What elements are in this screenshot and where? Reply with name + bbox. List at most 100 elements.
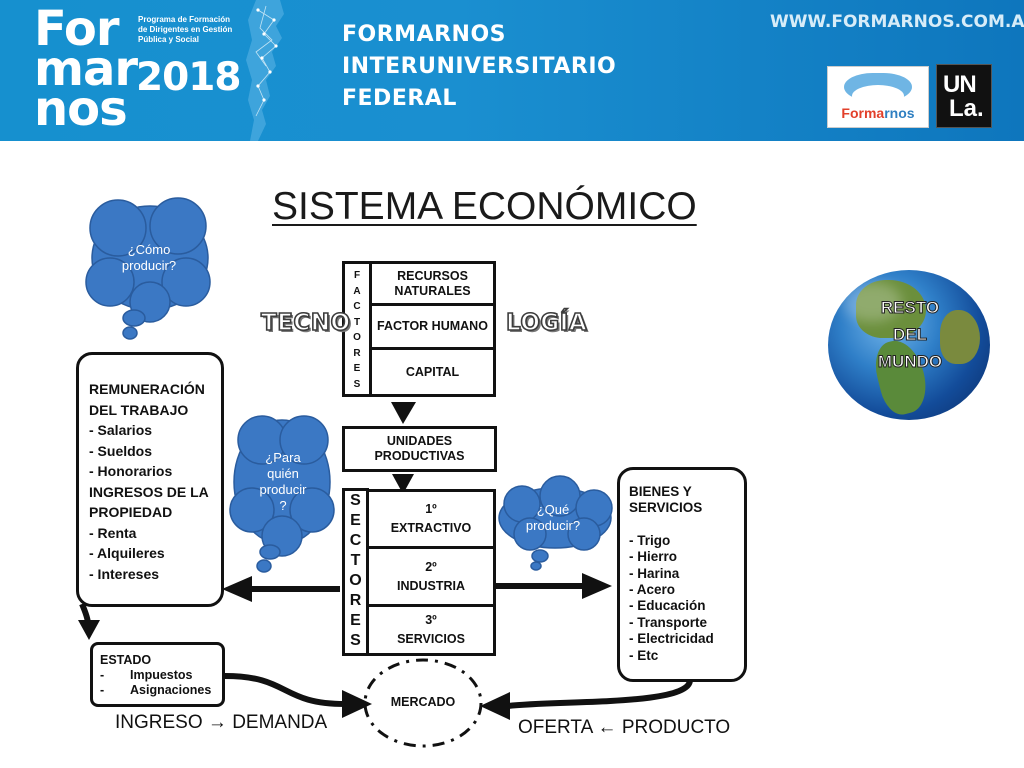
ingreso-demanda-label: INGRESO → DEMANDA [115,712,327,734]
sector-name: EXTRACTIVO [390,521,472,535]
unla-logo: UN La. [936,64,992,128]
bienes-title-line: SERVICIOS [629,500,703,516]
website-link[interactable]: WWW.FORMARNOS.COM.AR [770,12,1024,32]
bienes-item: - Electricidad [629,631,714,647]
cloud-para-quien-line-2: quién [267,466,299,481]
arrow-remuneracion-to-estado [78,602,100,640]
unla-logo-bottom: La. [949,95,984,122]
unla-logo-top: UN [943,71,977,98]
banner-year: 2018 [136,55,242,100]
remuneracion-line: INGRESOS DE LA [89,483,209,500]
cloud-que-line-1: ¿Qué [536,502,570,517]
cloud-para-quien-line-1: ¿Para [265,450,301,465]
sector-extractivo: 1º EXTRACTIVO [366,489,496,549]
formarnos-logo: Formarnos [827,66,929,128]
headline-line-3: FEDERAL [342,86,457,111]
arrow-left-icon: ← [597,717,617,738]
bienes-item: - Etc [629,647,659,663]
sectores-letter: R [349,592,362,609]
arrow-bienes-to-mercado [480,679,693,720]
resto-mundo-line: MUNDO [877,352,943,372]
cloud-para-quien-line-4: ? [279,498,287,513]
cloud-como-line-1: ¿Cómo [127,242,171,257]
sectores-label: S E C T O R E S [345,491,366,651]
estado-item-text: Impuestos [130,668,193,682]
factores-letter: E [353,363,361,374]
cloud-como-line-2: producir? [121,258,177,273]
cloud-como-text: ¿Cómo producir? [108,242,190,274]
factor-recursos-naturales: RECURSOS NATURALES [369,261,496,306]
sector-servicios: 3º SERVICIOS [366,604,496,656]
factores-letter: S [353,378,361,390]
factor-humano: FACTOR HUMANO [369,303,496,350]
bienes-servicios-box: BIENES Y SERVICIOS - Trigo - Hierro - Ha… [617,467,747,682]
estado-box: ESTADO - Impuestos - Asignaciones [90,642,225,707]
page-title: SISTEMA ECONÓMICO [272,185,697,228]
resto-mundo-line: DEL [893,325,928,345]
headline-line-1: FORMARNOS [342,22,506,47]
sector-industria: 2º INDUSTRIA [366,546,496,607]
remuneracion-line: DEL TRABAJO [89,401,189,418]
arrow-right-icon: → [207,712,227,733]
estado-item: - Impuestos [100,668,222,683]
remuneracion-line: - Sueldos [89,442,153,459]
headline-line-2: INTERUNIVERSITARIO [342,54,617,79]
sectores-letter: C [349,532,362,549]
bienes-title-line: BIENES Y [629,484,692,499]
estado-title: ESTADO [100,653,152,667]
resto-mundo-label: RESTO DEL MUNDO [860,294,960,375]
cloud-que-line-2: producir? [525,518,581,533]
factores-letter: A [353,285,361,297]
sector-num: 2º [425,559,437,574]
sector-num: 3º [425,613,437,627]
remuneracion-line: PROPIEDAD [89,504,173,520]
sectores-letter: O [349,572,362,589]
oferta-text: OFERTA [518,717,593,738]
factores-letter: R [353,347,361,359]
arrow-factores-to-unidades [391,402,416,424]
sectores-letter: E [350,512,361,529]
bienes-item: - Acero [629,582,676,598]
unidades-productivas: UNIDADES PRODUCTIVAS [342,426,497,472]
cloud-para-quien-line-3: producir [259,482,307,497]
bienes-item: - Harina [629,565,680,581]
mercado-label: MERCADO [390,695,456,709]
oferta-producto-label: OFERTA ← PRODUCTO [518,717,730,739]
arrow-to-remuneracion [222,576,340,602]
sectores-letter: T [350,552,361,569]
sectores-letter: E [350,612,361,629]
sector-num: 1º [425,502,437,516]
formarnos-logo-b: rnos [884,105,915,121]
remuneracion-line: - Honorarios [89,463,173,479]
bienes-item: - Trigo [629,532,671,548]
bienes-item: - Educación [629,598,706,614]
tecnologia-right: LOGÍA [505,309,588,337]
remuneracion-line: - Intereses [89,565,160,582]
brand-line-3: nos [34,81,128,137]
bienes-item: - Hierro [629,549,678,565]
factores-letter: C [353,301,361,312]
argentina-map-icon [246,0,284,141]
estado-dash: - [100,668,105,682]
remuneracion-line: - Salarios [89,422,153,438]
globe-icon [828,270,990,420]
remuneracion-line: REMUNERACIÓN [89,381,205,397]
factores-label: F A C T O R E S [345,268,369,392]
brand-line-2: mar [34,41,138,97]
factores-letter: F [353,270,361,281]
sectores-letter: S [350,492,361,509]
factores-letter: O [353,332,361,343]
remuneracion-line: - Alquileres [89,545,165,561]
arrow-to-bienes [495,573,612,599]
tecnologia-left: TECNO [260,309,351,337]
cloud-que-text: ¿Qué producir? [512,502,594,534]
brand-line-1: For [34,1,119,57]
cloud-para-quien-text: ¿Para quién producir ? [248,450,318,514]
estado-dash: - [100,683,105,697]
producto-text: PRODUCTO [621,717,731,738]
sectores-label-box: S E C T O R E S [342,488,369,656]
estado-item: - Asignaciones [100,683,222,698]
sector-name: SERVICIOS [397,632,465,646]
formarnos-logo-a: Forma [841,105,885,121]
sector-name: INDUSTRIA [396,578,466,593]
